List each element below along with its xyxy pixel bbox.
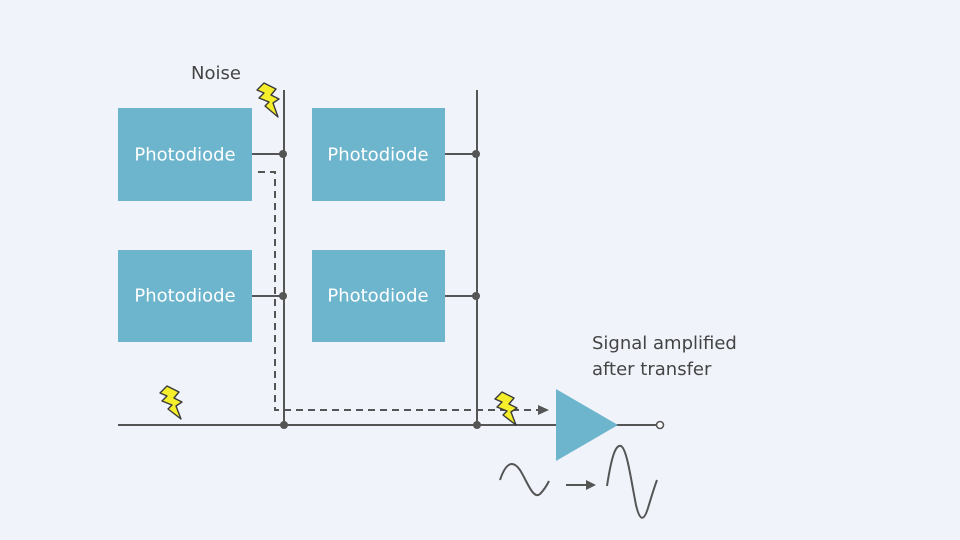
lightning-bolt-icon [256,82,280,118]
amplified-caption-line1: Signal amplified [592,333,737,354]
lightning-bolt-icon [494,391,518,426]
signal-transfer-path [258,171,538,411]
lightning-bolt-icon [159,385,183,420]
amplified-waveform [606,444,658,519]
amplified-caption-line2: after transfer [592,359,712,380]
triangle-amplifier-icon [556,389,618,461]
signal-path-arrowhead [538,405,549,415]
junction-node [279,292,287,300]
noise-label: Noise [191,63,241,84]
photodiode-2: Photodiode [312,108,445,201]
output-terminal [655,420,665,430]
photodiode-4: Photodiode [312,250,445,342]
input-waveform [499,463,550,497]
photodiode-label: Photodiode [327,145,428,166]
photodiode-1: Photodiode [118,108,252,201]
photodiode-label: Photodiode [134,286,235,307]
photodiode-3: Photodiode [118,250,252,342]
junction-node [472,292,480,300]
junction-node [280,421,288,429]
junction-node [279,150,287,158]
waveform-arrowhead [586,480,596,490]
photodiode-label: Photodiode [134,145,235,166]
junction-node [472,150,480,158]
photodiode-label: Photodiode [327,286,428,307]
junction-node [473,421,481,429]
